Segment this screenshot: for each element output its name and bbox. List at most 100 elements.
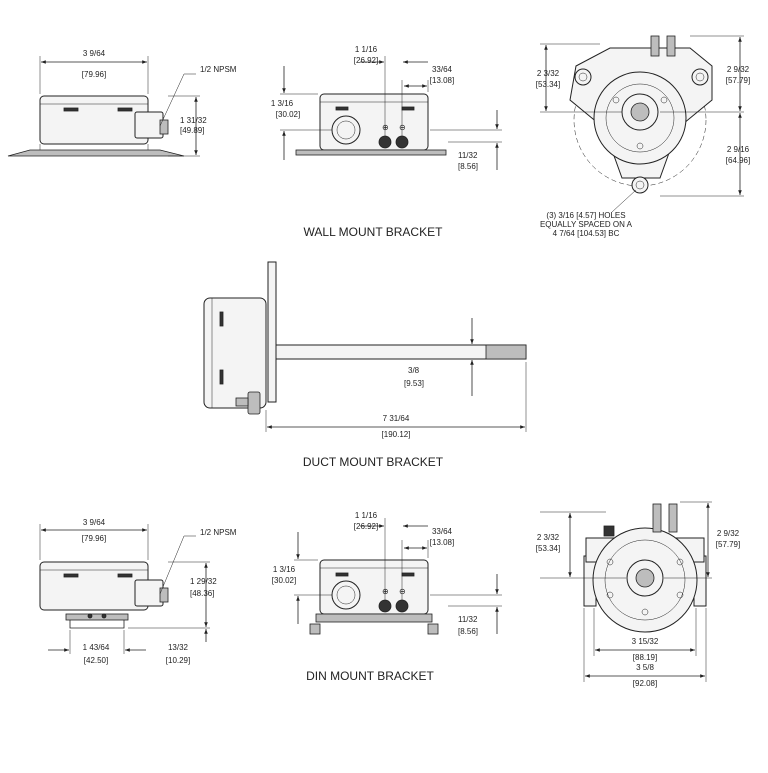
duct-length-mm: [190.12]: [382, 430, 411, 439]
din-front-pressure-port: [378, 599, 392, 613]
duct-view: 3/8 [9.53] 7 31/64 [190.12]: [203, 261, 527, 439]
din-back-screw: [603, 525, 615, 537]
wall-front-pressure-port: [378, 135, 392, 149]
din-plate-in: 11/32: [458, 615, 478, 624]
din-front-rail: [315, 613, 433, 623]
din-rail: [69, 620, 125, 629]
wall-port-offset-mm: [13.08]: [430, 76, 454, 85]
din-front-height-mm: [30.02]: [272, 576, 296, 585]
duct-port: [235, 397, 249, 407]
wall-holes-note-3: 4 7/64 [104.53] BC: [553, 229, 620, 238]
din-back-right-in: 2 9/32: [717, 529, 740, 538]
din-side-housing: [39, 561, 149, 611]
wall-back-left-mm: [53.34]: [536, 80, 560, 89]
wall-front-height-in: 1 3/16: [271, 99, 294, 108]
din-side-view: 3 9/64 [79.96] 1/2 NPSM 1 29/32 [48.36] …: [39, 518, 237, 665]
wall-back-tube: [666, 35, 676, 57]
wall-port-offset-in: 33/64: [432, 65, 453, 74]
svg-text:⊖: ⊖: [399, 587, 406, 596]
din-back-left-in: 2 3/32: [537, 533, 560, 542]
wall-back-lower-mm: [64.96]: [726, 156, 750, 165]
din-port-spacing-mm: [26.92]: [354, 522, 378, 531]
wall-back-left-in: 2 3/32: [537, 69, 560, 78]
wall-port-spacing-mm: [26.92]: [354, 56, 378, 65]
din-front-foot: [427, 623, 439, 635]
din-front-latch: [335, 572, 349, 577]
wall-back-bolt-circle: [573, 53, 707, 187]
wall-holes-note-2: EQUALLY SPACED ON A: [540, 220, 633, 229]
wall-side-housing: [39, 95, 149, 145]
din-side-height-mm: [48.36]: [190, 589, 214, 598]
din-rail-mm: [42.50]: [84, 656, 108, 665]
wall-section-title: WALL MOUNT BRACKET: [304, 225, 444, 239]
wall-front-plate: [295, 149, 447, 156]
din-front-conduit: [331, 580, 361, 610]
din-front-latch: [401, 572, 415, 577]
wall-plate-mm: [8.56]: [458, 162, 478, 171]
din-back-width1-mm: [88.19]: [633, 653, 657, 662]
din-rail-height-mm: [10.29]: [166, 656, 190, 665]
din-back-width1-in: 3 15/32: [632, 637, 659, 646]
din-front-view: ⊕ ⊖ 1 1/16 [26.92] 33/64 [13.08] 1 3/16 …: [272, 511, 502, 636]
din-npsm-label: 1/2 NPSM: [200, 528, 237, 537]
wall-width-mm: [79.96]: [82, 70, 106, 79]
din-rail-in: 1 43/64: [83, 643, 110, 652]
din-front-pressure-port: [395, 599, 409, 613]
wall-holes-note-1: (3) 3/16 [4.57] HOLES: [546, 211, 625, 220]
din-width-mm: [79.96]: [82, 534, 106, 543]
wall-front-latch: [335, 106, 349, 111]
svg-text:⊕: ⊕: [382, 587, 389, 596]
wall-side-view: 3 9/64 [79.96] 1/2 NPSM 1 31/32 [49.89]: [7, 49, 237, 157]
wall-back-right-in: 2 9/32: [727, 65, 750, 74]
din-front-height-in: 1 3/16: [273, 565, 296, 574]
duct-fitting: [247, 391, 261, 415]
din-back-tube: [652, 503, 662, 533]
svg-text:⊖: ⊖: [399, 123, 406, 132]
duct-probe-dia-in: 3/8: [408, 366, 420, 375]
wall-side-fitting: [134, 111, 164, 139]
din-front-foot: [309, 623, 321, 635]
wall-back-right-mm: [57.79]: [726, 76, 750, 85]
wall-back-tube: [650, 35, 660, 57]
din-port-offset-mm: [13.08]: [430, 538, 454, 547]
din-side-latch: [117, 573, 133, 578]
svg-text:⊕: ⊕: [382, 123, 389, 132]
wall-side-height-mm: [49.89]: [180, 126, 204, 135]
duct-latch: [219, 369, 224, 385]
wall-back-lower-in: 2 9/16: [727, 145, 750, 154]
duct-length-in: 7 31/64: [383, 414, 410, 423]
din-port-offset-in: 33/64: [432, 527, 453, 536]
duct-probe-tip: [485, 344, 527, 360]
din-port-spacing-in: 1 1/16: [355, 511, 378, 520]
din-back-width2-in: 3 5/8: [636, 663, 654, 672]
wall-width-in: 3 9/64: [83, 49, 106, 58]
wall-side-latch: [63, 107, 79, 112]
wall-side-latch: [117, 107, 133, 112]
din-back-view: 2 3/32 [53.34] 2 9/32 [57.79] 3 15/32 [8…: [536, 501, 740, 688]
duct-latch: [219, 311, 224, 327]
duct-probe-dia-mm: [9.53]: [404, 379, 424, 388]
din-width-in: 3 9/64: [83, 518, 106, 527]
wall-plate-in: 11/32: [458, 151, 478, 160]
din-side-latch: [63, 573, 79, 578]
din-back-tube: [668, 503, 678, 533]
din-rail-height-in: 13/32: [168, 643, 189, 652]
din-rail-clip: [65, 613, 129, 621]
wall-back-hole: [631, 176, 649, 194]
wall-port-spacing-in: 1 1/16: [355, 45, 378, 54]
din-section-title: DIN MOUNT BRACKET: [306, 669, 434, 683]
din-back-width2-mm: [92.08]: [633, 679, 657, 688]
wall-side-height-in: 1 31/32: [180, 116, 207, 125]
wall-back-hole: [574, 68, 592, 86]
duct-mount-plate: [267, 261, 277, 403]
wall-back-hole: [691, 68, 709, 86]
din-side-height-in: 1 29/32: [190, 577, 217, 586]
wall-npsm-label: 1/2 NPSM: [200, 65, 237, 74]
duct-section-title: DUCT MOUNT BRACKET: [303, 455, 444, 469]
wall-front-view: ⊕ ⊖ 1 1/16 [26.92] 33/64 [13.08] 1 3/16 …: [271, 45, 502, 171]
din-plate-mm: [8.56]: [458, 627, 478, 636]
wall-back-view: 2 3/32 [53.34] 2 9/32 [57.79] 2 9/16 [64…: [536, 35, 750, 238]
wall-bracket-plate: [7, 149, 185, 157]
